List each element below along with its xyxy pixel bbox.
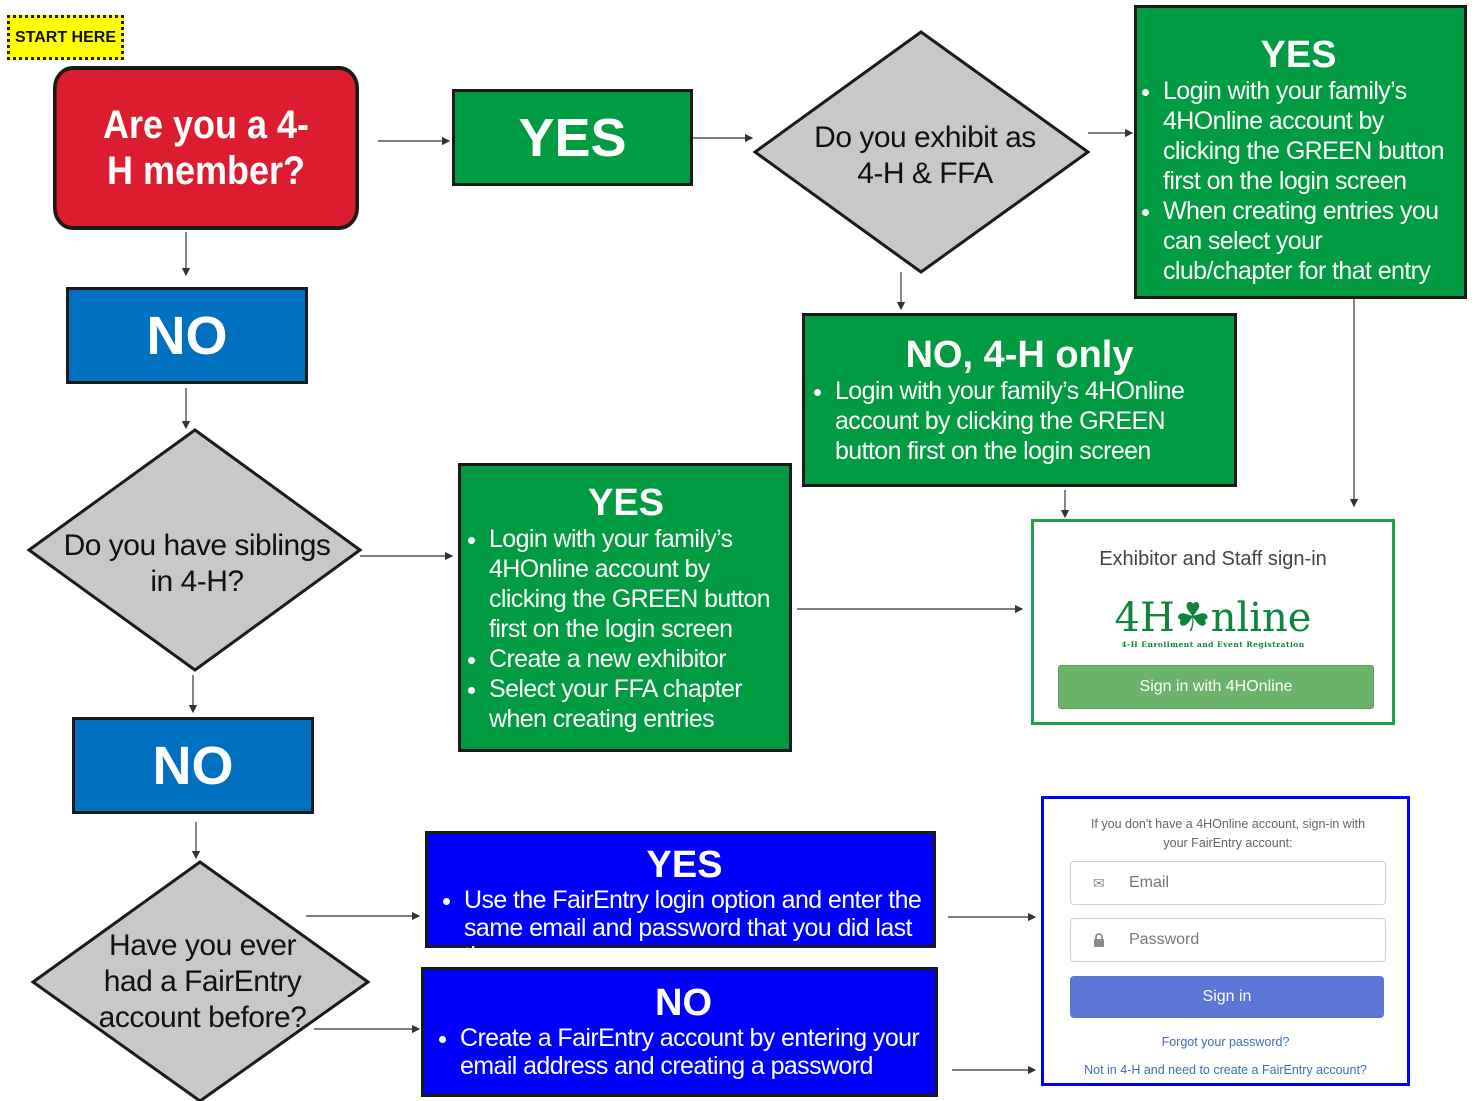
yes-both-box: YES Login with your family’s 4HOnline ac…	[1134, 5, 1467, 299]
yes-fairentry-bullet: Use the FairEntry login option and enter…	[464, 886, 927, 970]
signin-4honline-button[interactable]: Sign in with 4HOnline	[1058, 665, 1374, 709]
question-fairentry-line1: Have you ever	[109, 929, 296, 962]
no-siblings-label: NO	[152, 735, 234, 796]
start-here-label: START HERE	[7, 15, 124, 60]
yes-fairentry-list: Use the FairEntry login option and enter…	[442, 886, 927, 970]
yes-both-title: YES	[1260, 34, 1337, 76]
question-fairentry-line3: account before?	[98, 1001, 307, 1034]
yes-fairentry-box: YES Use the FairEntry login option and e…	[425, 831, 936, 970]
yes-both-list: Login with your family’s 4HOnline accoun…	[1141, 76, 1456, 286]
no-member-box: NO	[66, 287, 308, 384]
question-siblings-line2: in 4-H?	[150, 565, 244, 598]
no-4h-only-title: NO, 4-H only	[905, 334, 1134, 376]
yes-siblings-bullet: Create a new exhibitor	[489, 644, 785, 674]
no-fairentry-title: NO	[655, 982, 712, 1024]
no-fairentry-list: Create a FairEntry account by entering y…	[438, 1024, 929, 1080]
question-exhibit-line1: Do you exhibit as	[814, 121, 1036, 154]
lock-icon	[1093, 933, 1109, 947]
yes-siblings-box: YES Login with your family’s 4HOnline ac…	[458, 463, 792, 752]
envelope-icon: ✉	[1093, 874, 1105, 891]
create-fairentry-account-link[interactable]: Not in 4-H and need to create a FairEntr…	[1084, 1063, 1367, 1077]
email-field[interactable]: ✉ Email	[1070, 861, 1386, 905]
diamond-fairentry	[30, 860, 371, 1101]
diamond-exhibit	[752, 30, 1091, 274]
yes-both-bullet: When creating entries you can select you…	[1163, 196, 1456, 286]
yes-fairentry-title: YES	[646, 844, 723, 886]
yes-siblings-bullet: Select your FFA chapter when creating en…	[489, 674, 785, 734]
signin-card-title: Exhibitor and Staff sign-in	[1099, 548, 1327, 570]
yes-siblings-title: YES	[587, 482, 665, 524]
question-exhibit-text: Do you exhibit as 4-H & FFA	[790, 120, 1060, 192]
yes-siblings-list: Login with your family’s 4HOnline accoun…	[467, 524, 785, 734]
no-siblings-box: NO	[72, 717, 314, 814]
no-4h-only-box: NO, 4-H only Login with your family’s 4H…	[802, 313, 1237, 487]
question-member-text: Are you a 4-H member?	[102, 103, 310, 193]
exhibitor-signin-card: Exhibitor and Staff sign-in 4H☘nline 4-H…	[1031, 519, 1395, 725]
question-exhibit-line2: 4-H & FFA	[857, 157, 993, 190]
password-field[interactable]: Password	[1070, 918, 1386, 962]
sign-in-button[interactable]: Sign in	[1070, 976, 1384, 1018]
4honline-logo: 4H☘nline 4-H Enrollment and Event Regist…	[1034, 596, 1392, 649]
question-siblings-line1: Do you have siblings	[63, 529, 331, 562]
diamond-siblings	[26, 428, 363, 672]
fairentry-login-card: If you don't have a 4HOnline account, si…	[1041, 796, 1410, 1086]
question-member-box: Are you a 4-H member?	[53, 66, 359, 230]
no-fairentry-bullet: Create a FairEntry account by entering y…	[460, 1024, 929, 1080]
password-placeholder: Password	[1129, 931, 1200, 948]
no-fairentry-box: NO Create a FairEntry account by enterin…	[421, 967, 938, 1097]
yes-member-box: YES	[452, 89, 693, 186]
yes-both-bullet: Login with your family’s 4HOnline accoun…	[1163, 76, 1456, 196]
no-4h-only-bullet: Login with your family’s 4HOnline accoun…	[835, 376, 1226, 466]
yes-siblings-bullet: Login with your family’s 4HOnline accoun…	[489, 524, 785, 644]
question-fairentry-text: Have you ever had a FairEntry account be…	[60, 928, 345, 1036]
yes-member-label: YES	[518, 107, 627, 168]
login-intro-text: If you don't have a 4HOnline account, si…	[1090, 817, 1366, 850]
question-fairentry-line2: had a FairEntry	[103, 965, 302, 998]
forgot-password-link[interactable]: Forgot your password?	[1161, 1035, 1290, 1049]
no-4h-only-list: Login with your family’s 4HOnline accoun…	[813, 376, 1226, 466]
question-siblings-text: Do you have siblings in 4-H?	[52, 528, 342, 600]
email-placeholder: Email	[1129, 874, 1170, 891]
no-member-label: NO	[146, 305, 228, 366]
4honline-logo-text: 4H☘nline	[1114, 595, 1312, 641]
4honline-logo-subtitle: 4-H Enrollment and Event Registration	[1121, 640, 1305, 649]
